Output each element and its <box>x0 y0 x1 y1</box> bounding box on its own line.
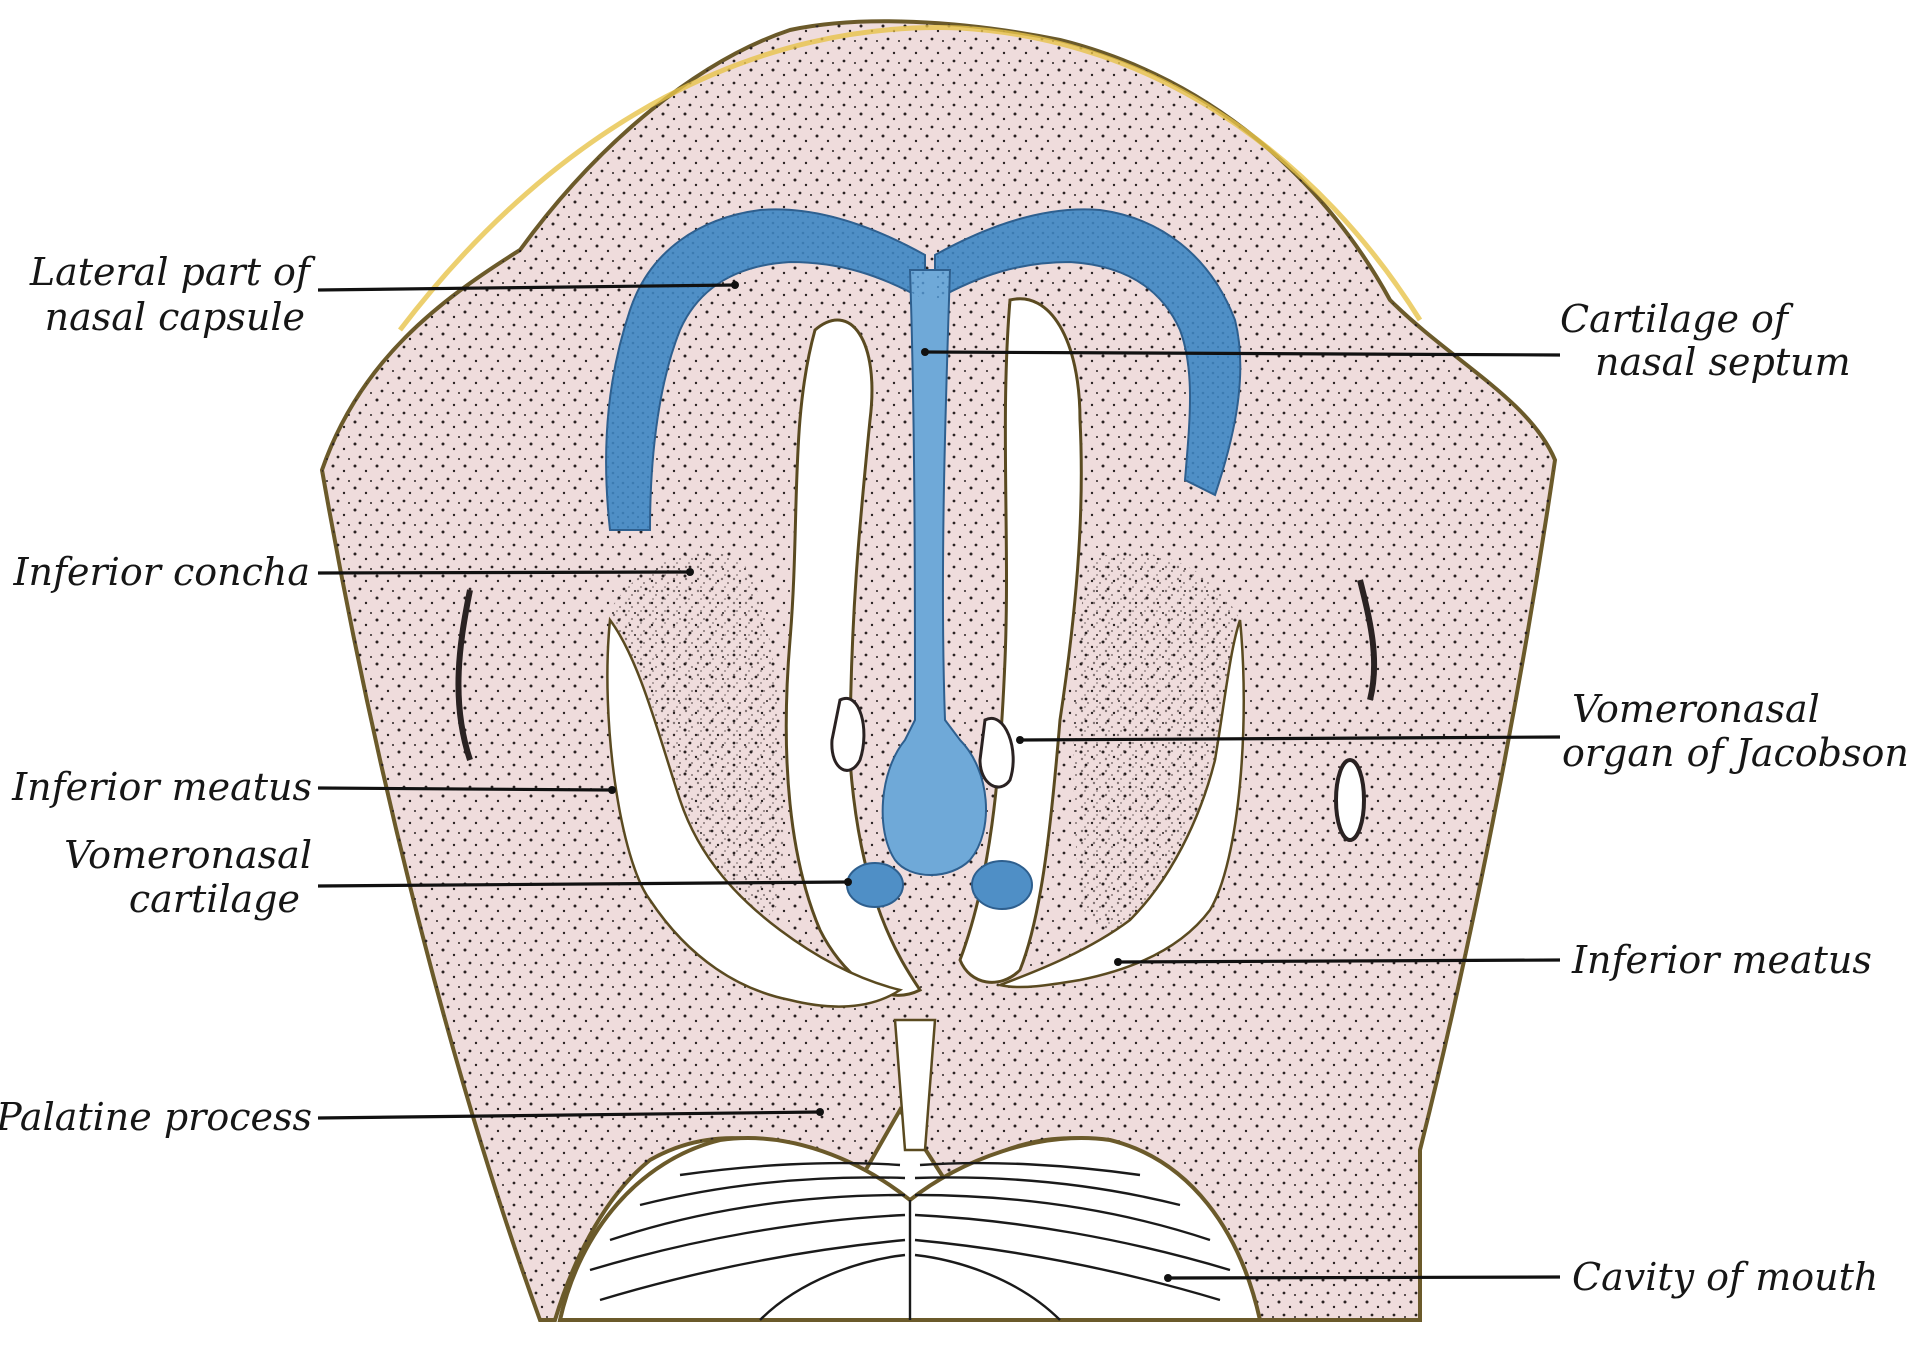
mouth-cavity <box>557 1136 1263 1322</box>
label-cartilage-septum-line2: nasal septum <box>1595 340 1851 384</box>
labels: Lateral part of nasal capsule Cartilage … <box>0 250 1909 1299</box>
label-cavity-of-mouth: Cavity of mouth <box>1572 1255 1878 1299</box>
nasal-cavities <box>606 297 1245 1152</box>
leader-inferior-meatus-right <box>1117 958 1561 964</box>
label-inferior-meatus-right: Inferior meatus <box>1571 938 1872 982</box>
leader-cavity-of-mouth <box>1167 1275 1561 1280</box>
leader-vomeronasal-cartilage <box>317 880 849 888</box>
leader-vomeronasal-organ <box>1019 735 1561 742</box>
label-cartilage-septum-line1: Cartilage of <box>1560 297 1794 341</box>
nasal-capsule-cartilage <box>605 208 1242 910</box>
label-inferior-concha: Inferior concha <box>12 550 310 594</box>
leader-lateral-part <box>317 283 736 292</box>
label-vomeronasal-cartilage-line2: cartilage <box>129 877 300 921</box>
leader-inferior-concha <box>317 570 691 575</box>
label-inferior-meatus-left: Inferior meatus <box>11 765 312 809</box>
leader-lines <box>317 281 1561 1282</box>
label-lateral-part-line1: Lateral part of <box>29 250 316 294</box>
leader-palatine-process <box>317 1110 821 1120</box>
label-palatine-process: Palatine process <box>0 1095 312 1139</box>
leader-cartilage-septum <box>924 350 1561 357</box>
vomeronasal-organ-structures <box>455 579 1378 842</box>
label-vomeronasal-organ-line2: organ of Jacobson <box>1562 731 1909 775</box>
leader-inferior-meatus-left <box>317 786 613 792</box>
label-lateral-part-line2: nasal capsule <box>45 295 305 339</box>
label-vomeronasal-cartilage-line1: Vomeronasal <box>64 833 312 877</box>
label-vomeronasal-organ-line1: Vomeronasal <box>1572 687 1820 731</box>
